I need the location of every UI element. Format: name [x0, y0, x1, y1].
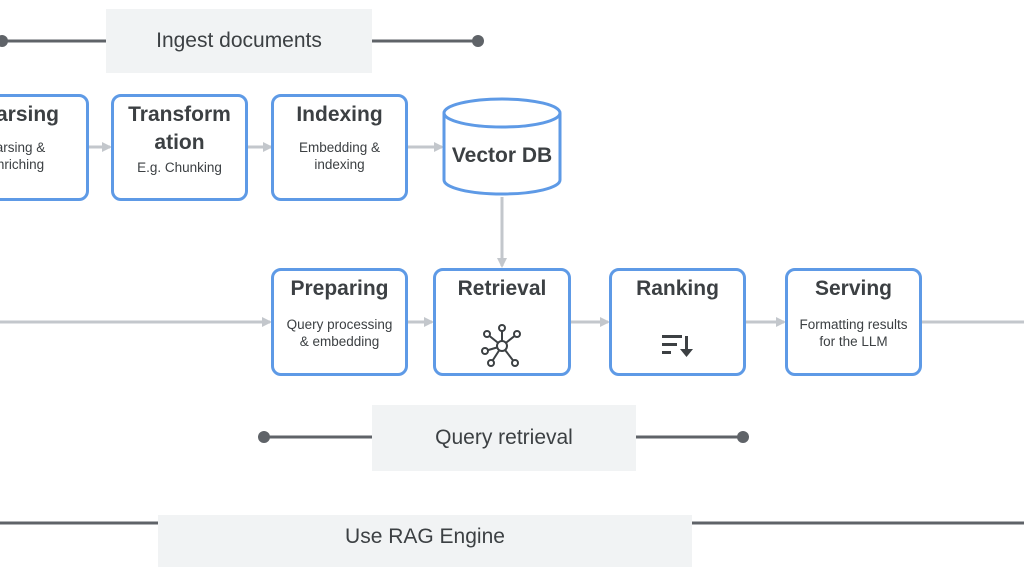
retrieval-step-box: Retrieval [433, 268, 571, 376]
preparing-subtext-line1: Query processing [286, 317, 393, 332]
vector-db-label: Vector DB [451, 144, 553, 167]
ranking-step-box: Ranking [609, 268, 746, 376]
parsing-subtext-line2: nriching [0, 157, 45, 172]
query-section-label: Query retrieval [372, 405, 636, 471]
network-icon [436, 323, 568, 374]
serving-title: Serving [814, 277, 893, 300]
sort-icon [612, 333, 743, 364]
serving-subtext-line2: for the LLM [819, 334, 888, 349]
preparing-subtext-line2: & embedding [299, 334, 380, 349]
preparing-step-box: Preparing Query processing & embedding [271, 268, 408, 376]
indexing-subtext-line2: indexing [314, 157, 365, 172]
serving-step-box: Serving Formatting results for the LLM [785, 268, 922, 376]
indexing-title: Indexing [296, 103, 383, 126]
ingest-section-label: Ingest documents [106, 9, 372, 73]
transformation-subtext: E.g. Chunking [137, 160, 222, 175]
serving-subtext-line1: Formatting results [799, 317, 908, 332]
ranking-title: Ranking [636, 277, 719, 300]
engine-section-label: Use RAG Engine [158, 515, 692, 567]
preparing-title: Preparing [290, 277, 389, 300]
retrieval-title: Retrieval [457, 277, 547, 300]
parsing-subtext-line1: arsing & [0, 140, 46, 155]
query-section-line [258, 431, 749, 443]
ingest-section-line [0, 35, 484, 47]
transformation-title-line1: Transform [128, 103, 231, 126]
transformation-title-line2: ation [154, 131, 205, 154]
parsing-step-box: Parsing arsing & nriching [0, 94, 89, 201]
vector-db-cylinder [442, 97, 562, 196]
transformation-step-box: Transform ation E.g. Chunking [111, 94, 248, 201]
parsing-title: Parsing [0, 103, 60, 126]
indexing-subtext-line1: Embedding & [298, 140, 381, 155]
indexing-step-box: Indexing Embedding & indexing [271, 94, 408, 201]
